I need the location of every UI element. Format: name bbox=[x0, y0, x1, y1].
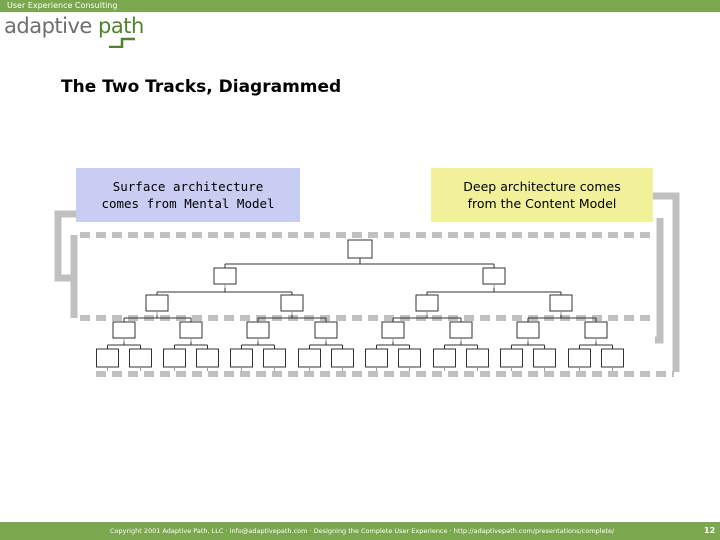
surface-bracket-frame bbox=[54, 210, 76, 282]
bracket-group bbox=[54, 192, 680, 377]
tree-level3-node-1-1 bbox=[314, 321, 338, 339]
logo-mark-icon bbox=[109, 37, 135, 48]
tree-level3-node-3-0 bbox=[516, 321, 540, 339]
tree-level2-node-1-1 bbox=[549, 294, 573, 312]
page-number: 12 bbox=[704, 526, 716, 535]
tree-level4-node-4-0 bbox=[365, 348, 388, 368]
tree-level4-node-1-0 bbox=[163, 348, 186, 368]
deep-bracket-inner bbox=[655, 218, 664, 344]
logo-word-adaptive: adaptive bbox=[4, 14, 92, 38]
deep-bracket-frame bbox=[653, 192, 680, 372]
tree-level3-node-3-1 bbox=[584, 321, 608, 339]
tree-level4-node-5-1 bbox=[466, 348, 489, 368]
tree-level1-node-0 bbox=[213, 267, 237, 285]
tagline: User Experience Consulting bbox=[7, 1, 118, 10]
deep-architecture-label: Deep architecture comes from the Content… bbox=[431, 168, 653, 222]
adaptive-path-logo: adaptive path bbox=[4, 14, 144, 38]
tree-level4-node-5-0 bbox=[433, 348, 456, 368]
tree-level4-node-2-0 bbox=[230, 348, 253, 368]
tree-level2-node-0-1 bbox=[280, 294, 304, 312]
tree-level3-node-0-1 bbox=[179, 321, 203, 339]
logo-word-path: path bbox=[98, 14, 144, 38]
slide-title: The Two Tracks, Diagrammed bbox=[61, 77, 342, 97]
tree-level4-node-6-0 bbox=[500, 348, 523, 368]
tree-level4-node-6-1 bbox=[533, 348, 556, 368]
tree-level3-node-2-1 bbox=[449, 321, 473, 339]
tree-level4-node-1-1 bbox=[196, 348, 219, 368]
tree-level2-node-0-0 bbox=[145, 294, 169, 312]
tree-level4-node-4-1 bbox=[398, 348, 421, 368]
top-brand-bar: User Experience Consulting bbox=[0, 0, 720, 12]
tree-level2-node-1-0 bbox=[415, 294, 439, 312]
tree-level4-node-3-0 bbox=[298, 348, 321, 368]
tree-root-node bbox=[347, 239, 373, 259]
tree-level4-node-7-1 bbox=[601, 348, 624, 368]
tree-level4-node-2-1 bbox=[263, 348, 286, 368]
tree-level4-node-0-1 bbox=[129, 348, 152, 368]
tree-group bbox=[96, 239, 624, 371]
tree-level3-node-0-0 bbox=[112, 321, 136, 339]
tree-level3-node-1-0 bbox=[246, 321, 270, 339]
tree-level1-node-1 bbox=[482, 267, 506, 285]
bottom-brand-bar bbox=[0, 522, 720, 540]
footer-text: Copyright 2001 Adaptive Path, LLC · info… bbox=[110, 527, 615, 535]
tree-level4-node-0-0 bbox=[96, 348, 119, 368]
tree-level4-node-3-1 bbox=[331, 348, 354, 368]
surface-architecture-label: Surface architecture comes from Mental M… bbox=[76, 168, 300, 222]
tree-level4-node-7-0 bbox=[568, 348, 591, 368]
tree-level3-node-2-0 bbox=[381, 321, 405, 339]
